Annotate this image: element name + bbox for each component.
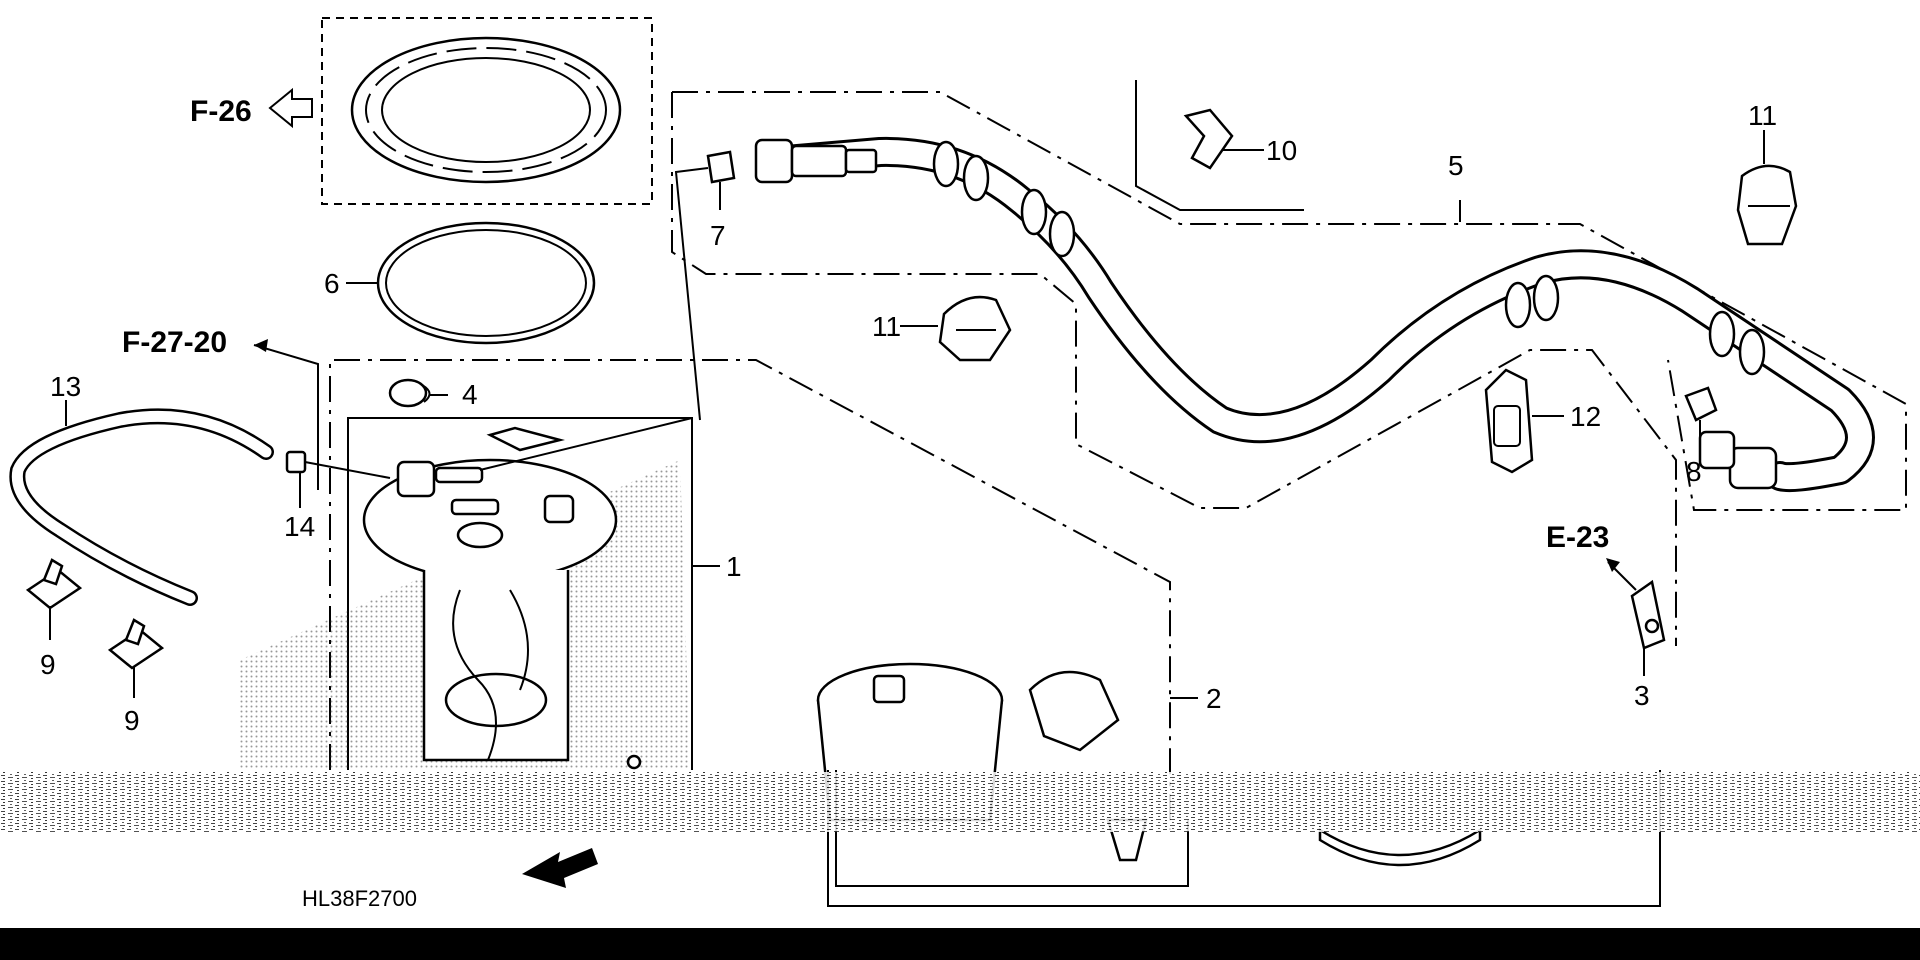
arrow-head-icon — [254, 339, 268, 352]
lock-ring-box — [321, 17, 653, 205]
ref-e23[interactable]: E-23 — [1546, 521, 1609, 554]
callout-5: 5 — [1448, 150, 1464, 181]
ref-f27-20[interactable]: F-27-20 — [122, 326, 227, 359]
callout-10: 10 — [1266, 135, 1297, 166]
ref-f26[interactable]: F-26 — [190, 95, 252, 128]
callout-1: 1 — [726, 551, 742, 582]
callout-7: 7 — [710, 220, 726, 251]
clip-8 — [1684, 386, 1718, 422]
callout-12: 12 — [1570, 401, 1601, 432]
callout-14: 14 — [284, 511, 315, 542]
callout-11a: 11 — [872, 311, 901, 342]
clip-7 — [706, 150, 736, 184]
callout-4: 4 — [462, 379, 478, 410]
hose-connector-rear — [1698, 430, 1778, 490]
front-arrow-icon — [522, 848, 598, 888]
callout-9a: 9 — [40, 649, 56, 680]
callout-13: 13 — [50, 371, 81, 402]
clip-9a — [25, 558, 83, 610]
fuel-pump-module — [362, 426, 618, 762]
clip-10 — [1183, 108, 1234, 170]
clip-9b — [107, 618, 165, 670]
callout-6: 6 — [324, 268, 340, 299]
callout-3: 3 — [1634, 680, 1650, 711]
bottom-bar — [0, 928, 1920, 960]
gasket — [376, 221, 596, 345]
bracket-12 — [1484, 368, 1534, 474]
lock-ring — [350, 36, 622, 184]
bracket-3 — [1630, 579, 1666, 650]
arrow-left-icon — [268, 87, 313, 129]
arrow-head-icon — [1606, 558, 1620, 572]
clip-14 — [285, 450, 391, 479]
callout-8: 8 — [1686, 456, 1702, 487]
callout-2: 2 — [1206, 683, 1222, 714]
clip-11a — [938, 295, 1012, 362]
callout-11b: 11 — [1748, 100, 1777, 131]
callout-9b: 9 — [124, 705, 140, 736]
clip-11b — [1736, 164, 1798, 246]
hose-connector-front — [754, 138, 878, 184]
diagram-code: HL38F2700 — [302, 886, 417, 911]
clamp-4 — [388, 378, 431, 408]
hose-rings — [932, 140, 1766, 376]
